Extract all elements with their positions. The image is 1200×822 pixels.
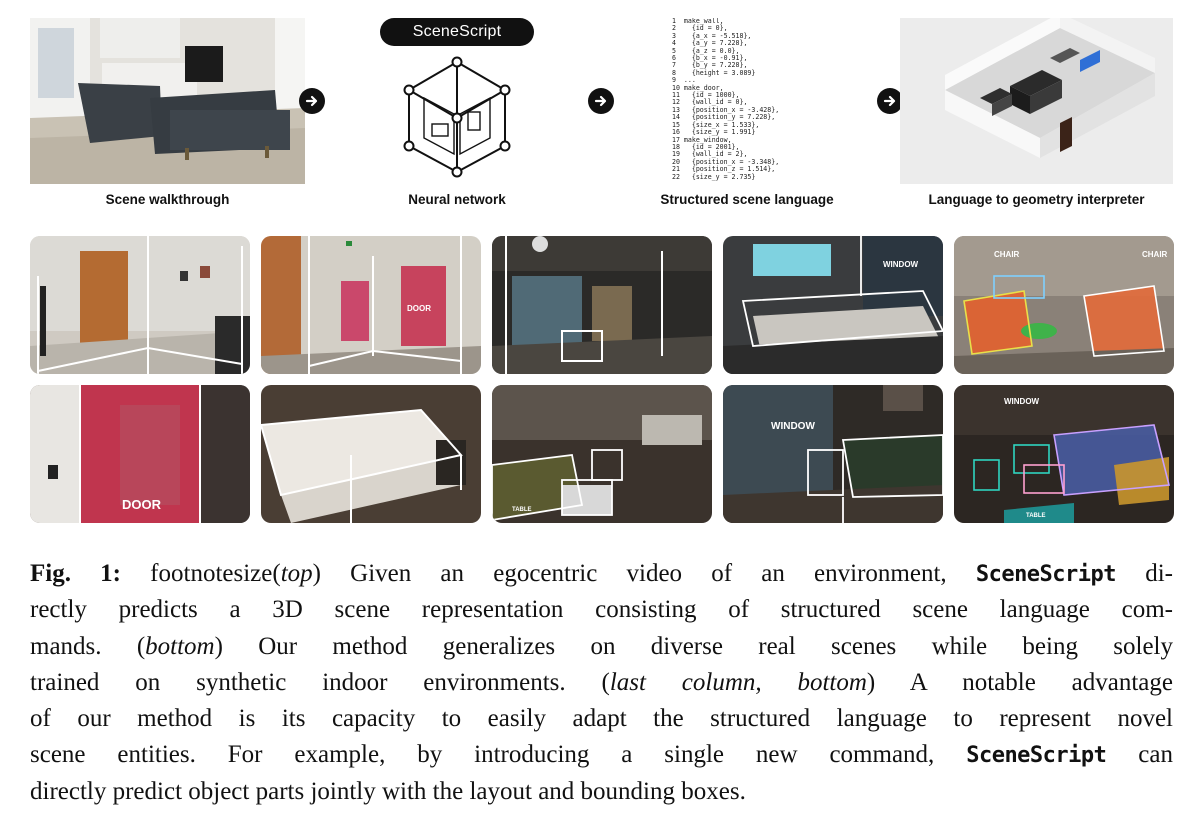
code-line: 16 {size_y = 1.991} xyxy=(672,128,756,137)
scene-thumbnail: TABLE xyxy=(492,385,712,523)
figure-caption: Fig. 1: footnotesize(top) Given an egoce… xyxy=(30,556,1173,810)
code-line: 21 {position_z = 1.514}, xyxy=(672,165,776,174)
structured-scene-language-code: 1 make_wall,2 {id = 0},3 {a_x = -5.518},… xyxy=(672,18,822,188)
scene-thumbnail xyxy=(261,385,481,523)
scenescript-name: SceneScript xyxy=(975,562,1117,587)
stage-label-scene-walkthrough: Scene walkthrough xyxy=(105,192,230,207)
scene-thumbnail: DOOR xyxy=(30,385,250,523)
object-tag: CHAIR xyxy=(1142,250,1168,259)
caption-line: scene entities. For example, by introduc… xyxy=(30,741,1173,769)
code-line: 14 {position_y = 7.228}, xyxy=(672,113,776,122)
code-line: 19 {wall_id = 2}, xyxy=(672,150,748,159)
stage-label-geometry-interpreter: Language to geometry interpreter xyxy=(928,192,1145,207)
scene-thumbnail xyxy=(30,236,250,374)
scene-thumbnail: DOOR xyxy=(261,236,481,374)
code-line: 9 ... xyxy=(672,76,696,85)
neural-network-diagram: SceneScript xyxy=(380,18,534,184)
code-line: 1 make_wall, xyxy=(672,18,724,25)
caption-line: rectly predicts a 3D scene representatio… xyxy=(30,596,1173,624)
arrow-right-icon xyxy=(877,88,903,114)
network-cube-icon xyxy=(403,56,511,178)
scene-thumbnail: WINDOW xyxy=(723,385,943,523)
code-line: 13 {position_x = -3.428}, xyxy=(672,105,780,114)
stage-label-structured-scene-language: Structured scene language xyxy=(660,192,834,207)
code-line: 15 {size_x = 1.533}, xyxy=(672,120,760,129)
geometry-render-image xyxy=(900,18,1173,184)
code-line: 8 {height = 3.089} xyxy=(672,68,756,77)
code-line: 18 {id = 2001}, xyxy=(672,142,740,151)
object-tag: TABLE xyxy=(1026,513,1046,519)
caption-line: Fig. 1: footnotesize(top) Given an egoce… xyxy=(30,560,1173,587)
caption-line: mands. (bottom) Our method generalizes o… xyxy=(30,632,1173,660)
scenescript-name: SceneScript xyxy=(966,743,1107,769)
object-tag: DOOR xyxy=(407,304,431,313)
object-tag: WINDOW xyxy=(771,421,815,432)
object-tag: DOOR xyxy=(122,497,161,512)
object-tag: TABLE xyxy=(512,507,532,513)
object-tag: WINDOW xyxy=(1004,397,1040,406)
code-line: 4 {a_y = 7.228}, xyxy=(672,39,748,48)
code-line: 10 make_door, xyxy=(672,83,724,92)
code-line: 3 {a_x = -5.518}, xyxy=(672,31,752,40)
code-line: 20 {position_x = -3.348}, xyxy=(672,157,780,166)
code-line: 22 {size_y = 2.735} xyxy=(672,172,756,181)
scenescript-badge: SceneScript xyxy=(380,18,534,46)
scene-thumbnail: CHAIR CHAIR xyxy=(954,236,1174,374)
scene-walkthrough-image xyxy=(30,18,305,184)
caption-line: trained on synthetic indoor environments… xyxy=(30,668,1173,696)
code-line: 12 {wall_id = 0}, xyxy=(672,98,748,107)
figure-label: Fig. 1: xyxy=(30,560,121,587)
caption-line: of our method is its capacity to easily … xyxy=(30,705,1173,733)
code-line: 5 {a_z = 0.0}, xyxy=(672,46,740,55)
scene-thumbnail xyxy=(492,236,712,374)
code-line: 7 {b_y = 7.228}, xyxy=(672,61,748,70)
arrow-right-icon xyxy=(588,88,614,114)
caption-line: directly predict object parts jointly wi… xyxy=(30,777,746,805)
scene-thumbnail: WINDOW TABLE xyxy=(954,385,1174,523)
code-line: 6 {b_x = -0.91}, xyxy=(672,54,748,63)
object-tag: WINDOW xyxy=(883,260,919,269)
code-line: 11 {id = 1000}, xyxy=(672,91,740,100)
object-tag: CHAIR xyxy=(994,250,1020,259)
scene-thumbnail: WINDOW xyxy=(723,236,943,374)
arrow-right-icon xyxy=(299,88,325,114)
code-line: 2 {id = 0}, xyxy=(672,24,728,33)
stage-label-neural-network: Neural network xyxy=(408,192,506,207)
code-line: 17 make_window, xyxy=(672,135,732,144)
